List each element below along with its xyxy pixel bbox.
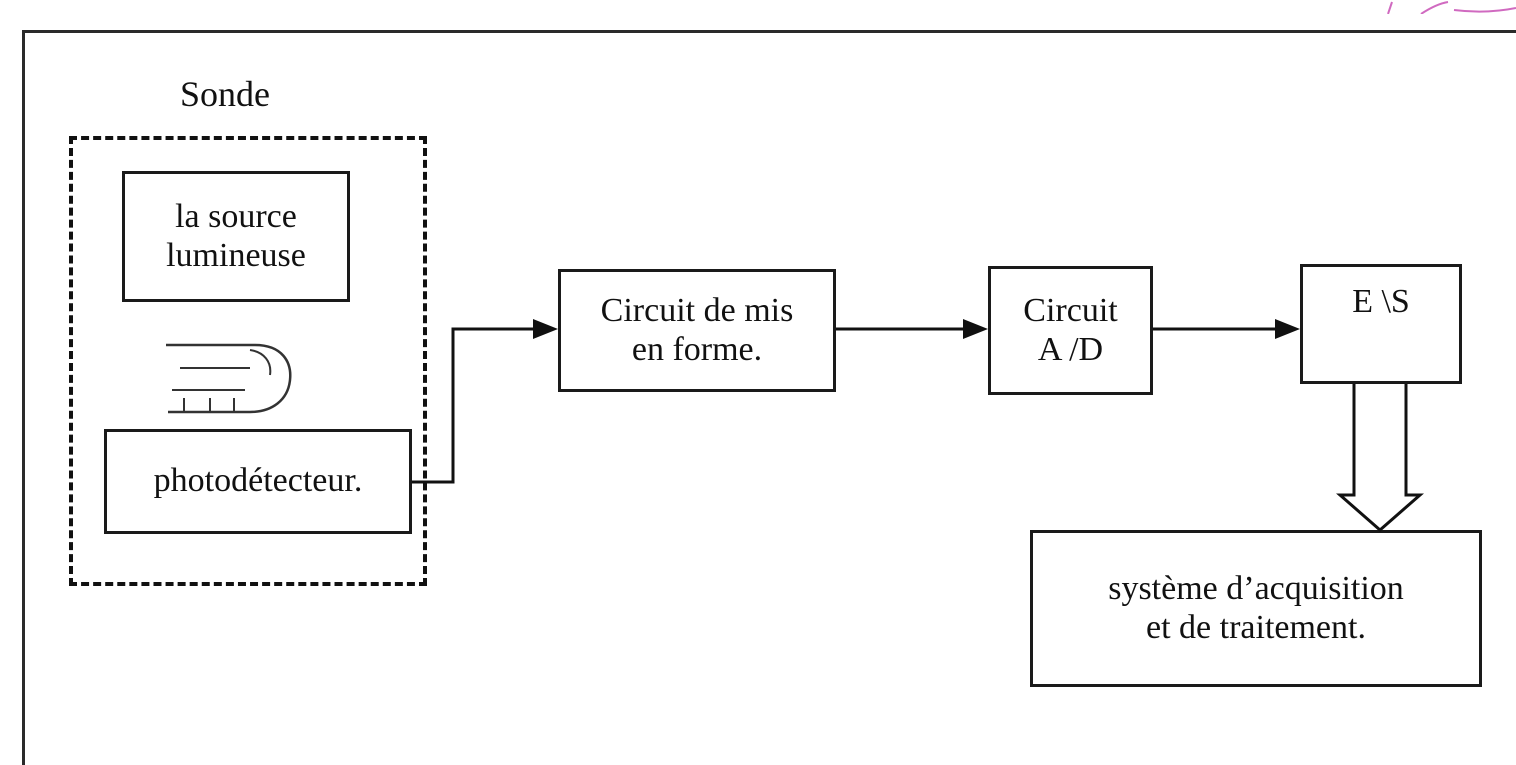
acquisition-system-label: système d’acquisition et de traitement. [1108,570,1404,646]
light-source-block: la source lumineuse [122,171,350,302]
io-label: E \S [1352,283,1410,320]
shaping-circuit-block: Circuit de mis en forme. [558,269,836,392]
io-to-acquisition-block-arrow [1336,384,1424,532]
photodetector-to-shaping-arrowhead [533,319,558,339]
io-block: E \S [1300,264,1462,384]
photodetector-block: photodétecteur. [104,429,412,534]
photodetector-label: photodétecteur. [153,462,363,500]
acquisition-system-block: système d’acquisition et de traitement. [1030,530,1482,687]
light-source-label: la source lumineuse [166,198,306,274]
photodetector-to-shaping-connector [412,327,548,484]
probe-group-boundary [69,136,427,586]
ad-circuit-block: Circuit A /D [988,266,1153,395]
top-right-decoration [1387,1,1516,14]
diagram-frame [22,30,1516,765]
shaping-circuit-label: Circuit de mis en forme. [600,292,794,368]
probe-title: Sonde [180,74,270,114]
ad-to-io-arrowhead [1275,319,1300,339]
shaping-to-ad-arrowhead [963,319,988,339]
ad-circuit-label: Circuit A /D [1023,292,1118,368]
